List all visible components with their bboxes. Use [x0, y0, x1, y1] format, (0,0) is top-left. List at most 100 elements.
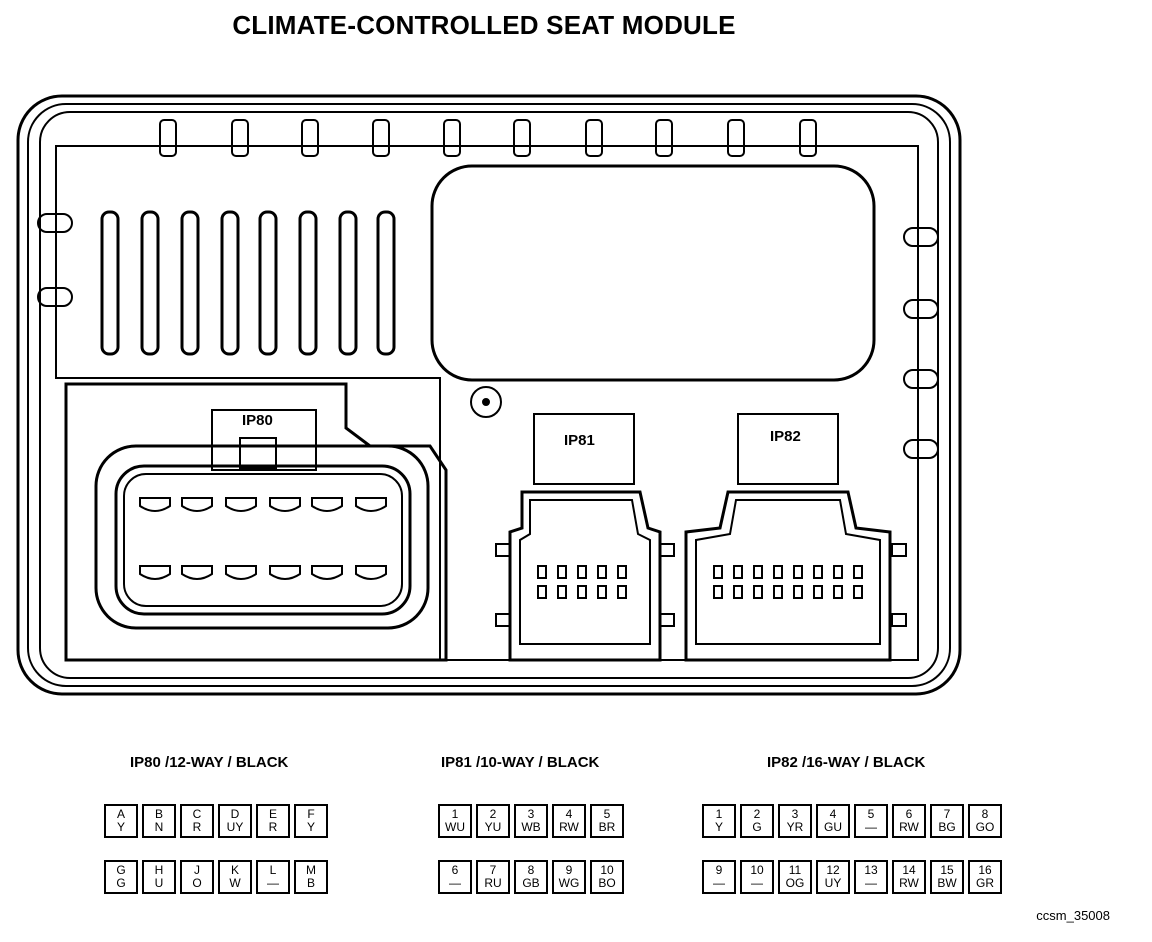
pin-id: J	[194, 863, 200, 877]
pin-id: 9	[715, 863, 723, 877]
pin-id: 7	[943, 807, 951, 821]
pin-id: D	[230, 807, 240, 821]
wire-color-code: RU	[484, 876, 502, 890]
pin-id: 11	[788, 863, 802, 877]
wire-color-code: GB	[522, 876, 540, 890]
wire-color-code: OG	[785, 876, 805, 890]
wire-color-code: U	[154, 876, 164, 890]
wire-color-code: —	[267, 876, 279, 890]
wire-color-code: G	[752, 820, 762, 834]
pin-cell: 13—	[854, 860, 888, 894]
pin-id: G	[116, 863, 126, 877]
pin-id: L	[269, 863, 277, 877]
pin-id: E	[268, 807, 277, 821]
ip82-spec: IP82 /16-WAY / BLACK	[767, 754, 926, 771]
pin-cell: 9—	[702, 860, 736, 894]
wire-color-code: —	[449, 876, 461, 890]
pin-id: 9	[565, 863, 573, 877]
pin-id: 7	[489, 863, 497, 877]
ip81-drawing-label: IP81	[564, 432, 595, 449]
top-clips	[159, 119, 817, 157]
wire-color-code: BG	[938, 820, 956, 834]
ip80-spec: IP80 /12-WAY / BLACK	[130, 754, 289, 771]
pin-id: 13	[864, 863, 878, 877]
ip80-drawing-label: IP80	[242, 412, 273, 429]
wire-color-code: YR	[786, 820, 804, 834]
wire-color-code: R	[268, 820, 278, 834]
pin-id: C	[192, 807, 202, 821]
pin-id: 1	[715, 807, 723, 821]
wire-color-code: RW	[899, 820, 919, 834]
ip80-cavities	[139, 497, 387, 580]
pin-id: A	[116, 807, 125, 821]
wire-color-code: —	[865, 820, 877, 834]
pin-id: 12	[826, 863, 840, 877]
pin-id: 15	[940, 863, 954, 877]
wire-color-code: Y	[306, 820, 315, 834]
vent-slots	[100, 210, 396, 356]
wire-color-code: B	[306, 876, 315, 890]
pin-cell: L—	[256, 860, 290, 894]
ip81-pins	[537, 565, 627, 599]
pin-id: 4	[829, 807, 837, 821]
wire-color-code: WG	[558, 876, 580, 890]
diagram-title: CLIMATE-CONTROLLED SEAT MODULE	[232, 10, 736, 40]
wire-color-code: Y	[116, 820, 125, 834]
wire-color-code: G	[116, 876, 126, 890]
module-drawing	[16, 94, 962, 696]
ip82-pins	[713, 565, 863, 599]
pin-id: 6	[905, 807, 913, 821]
wire-color-code: R	[192, 820, 202, 834]
wire-color-code: UY	[226, 820, 244, 834]
pin-id: 3	[527, 807, 535, 821]
drawing-code: ccsm_35008	[1036, 908, 1110, 923]
wire-color-code: GR	[976, 876, 994, 890]
pin-id: 8	[981, 807, 989, 821]
pin-cell: 6—	[438, 860, 472, 894]
ip82-drawing-label: IP82	[770, 428, 801, 445]
pin-id: 5	[603, 807, 611, 821]
wire-color-code: W	[229, 876, 241, 890]
pin-id: 10	[600, 863, 614, 877]
ip81-spec: IP81 /10-WAY / BLACK	[441, 754, 600, 771]
wire-color-code: GO	[975, 820, 995, 834]
wire-color-code: N	[154, 820, 164, 834]
wire-color-code: —	[865, 876, 877, 890]
wire-color-code: Y	[714, 820, 723, 834]
wire-color-code: RW	[559, 820, 579, 834]
wire-color-code: BW	[937, 876, 957, 890]
wire-color-code: —	[751, 876, 763, 890]
wire-color-code: WU	[445, 820, 465, 834]
pin-cell: 10—	[740, 860, 774, 894]
pin-id: 14	[902, 863, 916, 877]
wire-color-code: —	[713, 876, 725, 890]
wire-color-code: RW	[899, 876, 919, 890]
wire-color-code: YU	[484, 820, 502, 834]
wire-color-code: WB	[521, 820, 541, 834]
